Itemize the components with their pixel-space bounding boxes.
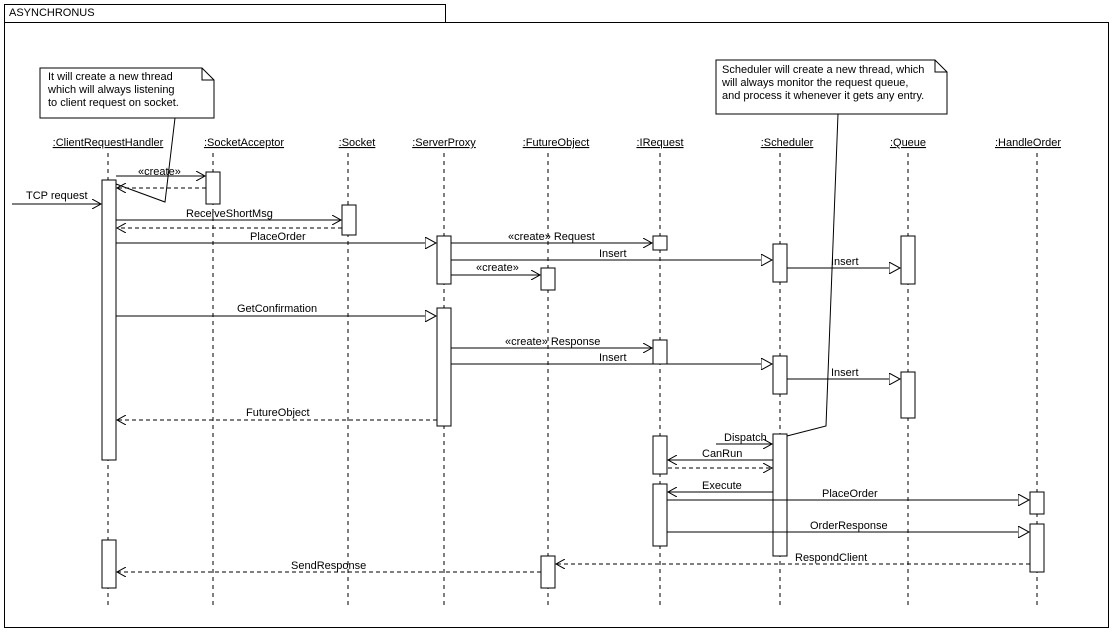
msg-insert-2: Insert — [599, 352, 627, 364]
lifeline-socket-acceptor: :SocketAcceptor — [204, 137, 284, 149]
message-labels: TCP request «create» ReceiveShortMsg Pla… — [26, 166, 888, 572]
msg-order-response: OrderResponse — [810, 520, 888, 532]
msg-create-acceptor: «create» — [138, 166, 181, 178]
note-thread — [39, 67, 215, 203]
lifeline-client-request-handler: :ClientRequestHandler — [53, 137, 164, 149]
frame-title: ASYNCHRONUS — [4, 4, 446, 23]
msg-create-response: «create» Response — [505, 336, 600, 348]
msg-place-order-2: PlaceOrder — [822, 488, 878, 500]
note-scheduler — [715, 59, 948, 437]
msg-insert-queue-1: Insert — [831, 256, 859, 268]
lifeline-irequest: :IRequest — [636, 137, 683, 149]
note-scheduler-text: Scheduler will create a new thread, whic… — [722, 64, 925, 102]
message-lines — [12, 176, 1030, 572]
msg-get-confirmation: GetConfirmation — [237, 303, 317, 315]
msg-execute: Execute — [702, 480, 742, 492]
msg-respond-client: RespondClient — [795, 552, 867, 564]
note-thread-text: It will create a new thread which will a… — [48, 71, 179, 109]
msg-create-future: «create» — [476, 262, 519, 274]
lifeline-socket: :Socket — [339, 137, 376, 149]
lifeline-server-proxy: :ServerProxy — [412, 137, 476, 149]
msg-insert-1: Insert — [599, 248, 627, 260]
msg-tcp-request: TCP request — [26, 190, 88, 202]
lifeline-scheduler: :Scheduler — [761, 137, 814, 149]
lifeline-queue: :Queue — [890, 137, 926, 149]
lifeline-handle-order: :HandleOrder — [995, 137, 1061, 149]
msg-insert-queue-2: Insert — [831, 367, 859, 379]
msg-dispatch: Dispatch — [724, 432, 767, 444]
msg-place-order: PlaceOrder — [250, 231, 306, 243]
msg-can-run: CanRun — [702, 448, 742, 460]
lifeline-future-object: :FutureObject — [523, 137, 590, 149]
lifeline-headers: :ClientRequestHandler :SocketAcceptor :S… — [53, 137, 1062, 149]
msg-future-object: FutureObject — [246, 407, 310, 419]
msg-receive-short-msg: ReceiveShortMsg — [186, 208, 273, 220]
sequence-frame — [4, 22, 1109, 628]
activation-boxes — [101, 171, 1045, 589]
msg-send-response: SendResponse — [291, 560, 366, 572]
msg-create-request: «create» Request — [508, 231, 595, 243]
